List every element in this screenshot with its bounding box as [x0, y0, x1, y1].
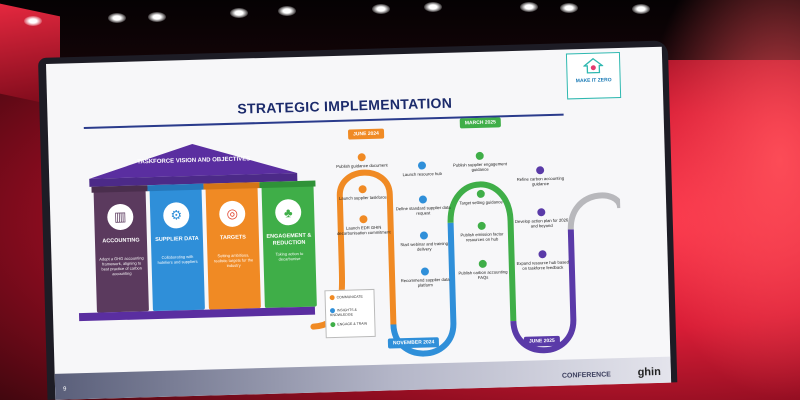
timeline-step: Publish carbon accounting FAQs — [454, 259, 513, 281]
legend-dot — [329, 295, 335, 301]
pillar-title: TARGETS — [219, 234, 246, 242]
ceiling-light — [148, 12, 166, 22]
ceiling-light — [24, 16, 42, 26]
step-icon — [359, 215, 368, 224]
step-icon — [418, 195, 428, 204]
pillar-title: ACCOUNTING — [102, 237, 140, 245]
milestone-november-2024: NOVEMBER 2024 — [387, 337, 440, 349]
timeline-step: Start webinar and training delivery — [395, 231, 454, 253]
legend-item: ENGAGE & TRAIN — [330, 321, 367, 328]
ceiling-light — [520, 2, 538, 12]
timeline-step: Define standard supplier data request — [394, 195, 453, 217]
ghin-logo: ghin — [637, 365, 662, 379]
ceiling-light — [108, 13, 126, 23]
timeline-step: Launch resource hub — [393, 161, 451, 178]
ceiling-light — [632, 4, 650, 14]
step-icon — [420, 267, 430, 276]
step-icon — [537, 208, 546, 217]
step-icon — [357, 153, 366, 162]
timeline-step: Launch EDR GHIN decarbonisation commitme… — [334, 214, 393, 236]
slide-title: STRATEGIC IMPLEMENTATION — [237, 94, 453, 117]
ceiling-light — [230, 8, 248, 18]
target-icon: ◎ — [218, 200, 246, 228]
milestone-june-2024: JUNE 2024 — [347, 128, 385, 140]
conference-logo: CONFERENCE — [561, 371, 611, 380]
pillar-accounting: ▥ ACCOUNTING Adopt a GHG accounting fram… — [91, 185, 149, 313]
step-icon — [475, 151, 484, 161]
make-it-zero-badge: MAKE IT ZERO — [565, 51, 622, 100]
chart-icon: ▥ — [106, 203, 134, 231]
milestone-march-2025: MARCH 2025 — [459, 117, 502, 129]
timeline-step: Publish emission factor resources on hub — [453, 221, 512, 243]
step-icon — [476, 189, 485, 199]
legend-dot — [330, 322, 336, 328]
projected-slide: MAKE IT ZERO STRATEGIC IMPLEMENTATION TA… — [46, 46, 672, 400]
ceiling-light — [372, 4, 390, 14]
milestone-june-2025: JUNE 2025 — [523, 335, 560, 347]
step-icon — [536, 166, 545, 175]
ceiling-light — [560, 3, 578, 13]
pillar-title: SUPPLIER DATA — [155, 235, 199, 244]
timeline-step: Publish guidance document — [333, 152, 391, 169]
timeline-step: Publish supplier engagement guidance — [451, 151, 510, 173]
pillar-description: Adopt a GHG accounting framework, aligni… — [99, 255, 144, 277]
step-icon — [477, 221, 486, 231]
page-number: 9 — [63, 386, 67, 393]
badge-label: MAKE IT ZERO — [575, 77, 612, 85]
timeline-step: Expand resource hub based on taskforce f… — [513, 249, 572, 271]
timeline-step: Target setting guidance — [452, 189, 510, 206]
pillar-description: Setting ambitious, realistic targets for… — [213, 252, 254, 269]
timeline-step: Refine carbon accounting guidance — [511, 165, 570, 187]
pillar-supplier-data: ⚙ SUPPLIER DATA Collaborating with hotel… — [147, 183, 205, 312]
step-icon — [478, 259, 487, 268]
timeline-legend: COMMUNICATE INSIGHTS & KNOWLEDGE ENGAGE … — [324, 288, 376, 339]
legend-item: COMMUNICATE — [329, 294, 363, 301]
pillar-targets: ◎ TARGETS Setting ambitious, realistic t… — [203, 182, 261, 310]
ceiling-light — [278, 6, 296, 16]
step-icon — [538, 250, 547, 259]
step-icon — [358, 185, 367, 194]
pillar-description: Collaborating with hoteliers and supplie… — [157, 253, 198, 265]
tree-icon: ♣ — [274, 198, 302, 226]
timeline-step: Recommend supplier data platform — [396, 267, 455, 289]
legend-item: INSIGHTS & KNOWLEDGE — [329, 307, 357, 318]
step-icon — [417, 161, 427, 170]
timeline-step: Develop action plan for 2026 and beyond — [512, 207, 571, 229]
ceiling-light — [424, 2, 442, 12]
network-icon: ⚙ — [162, 202, 190, 229]
step-icon — [419, 231, 429, 240]
house-icon — [583, 57, 604, 74]
timeline-step: Launch supplier taskforce — [334, 184, 392, 201]
